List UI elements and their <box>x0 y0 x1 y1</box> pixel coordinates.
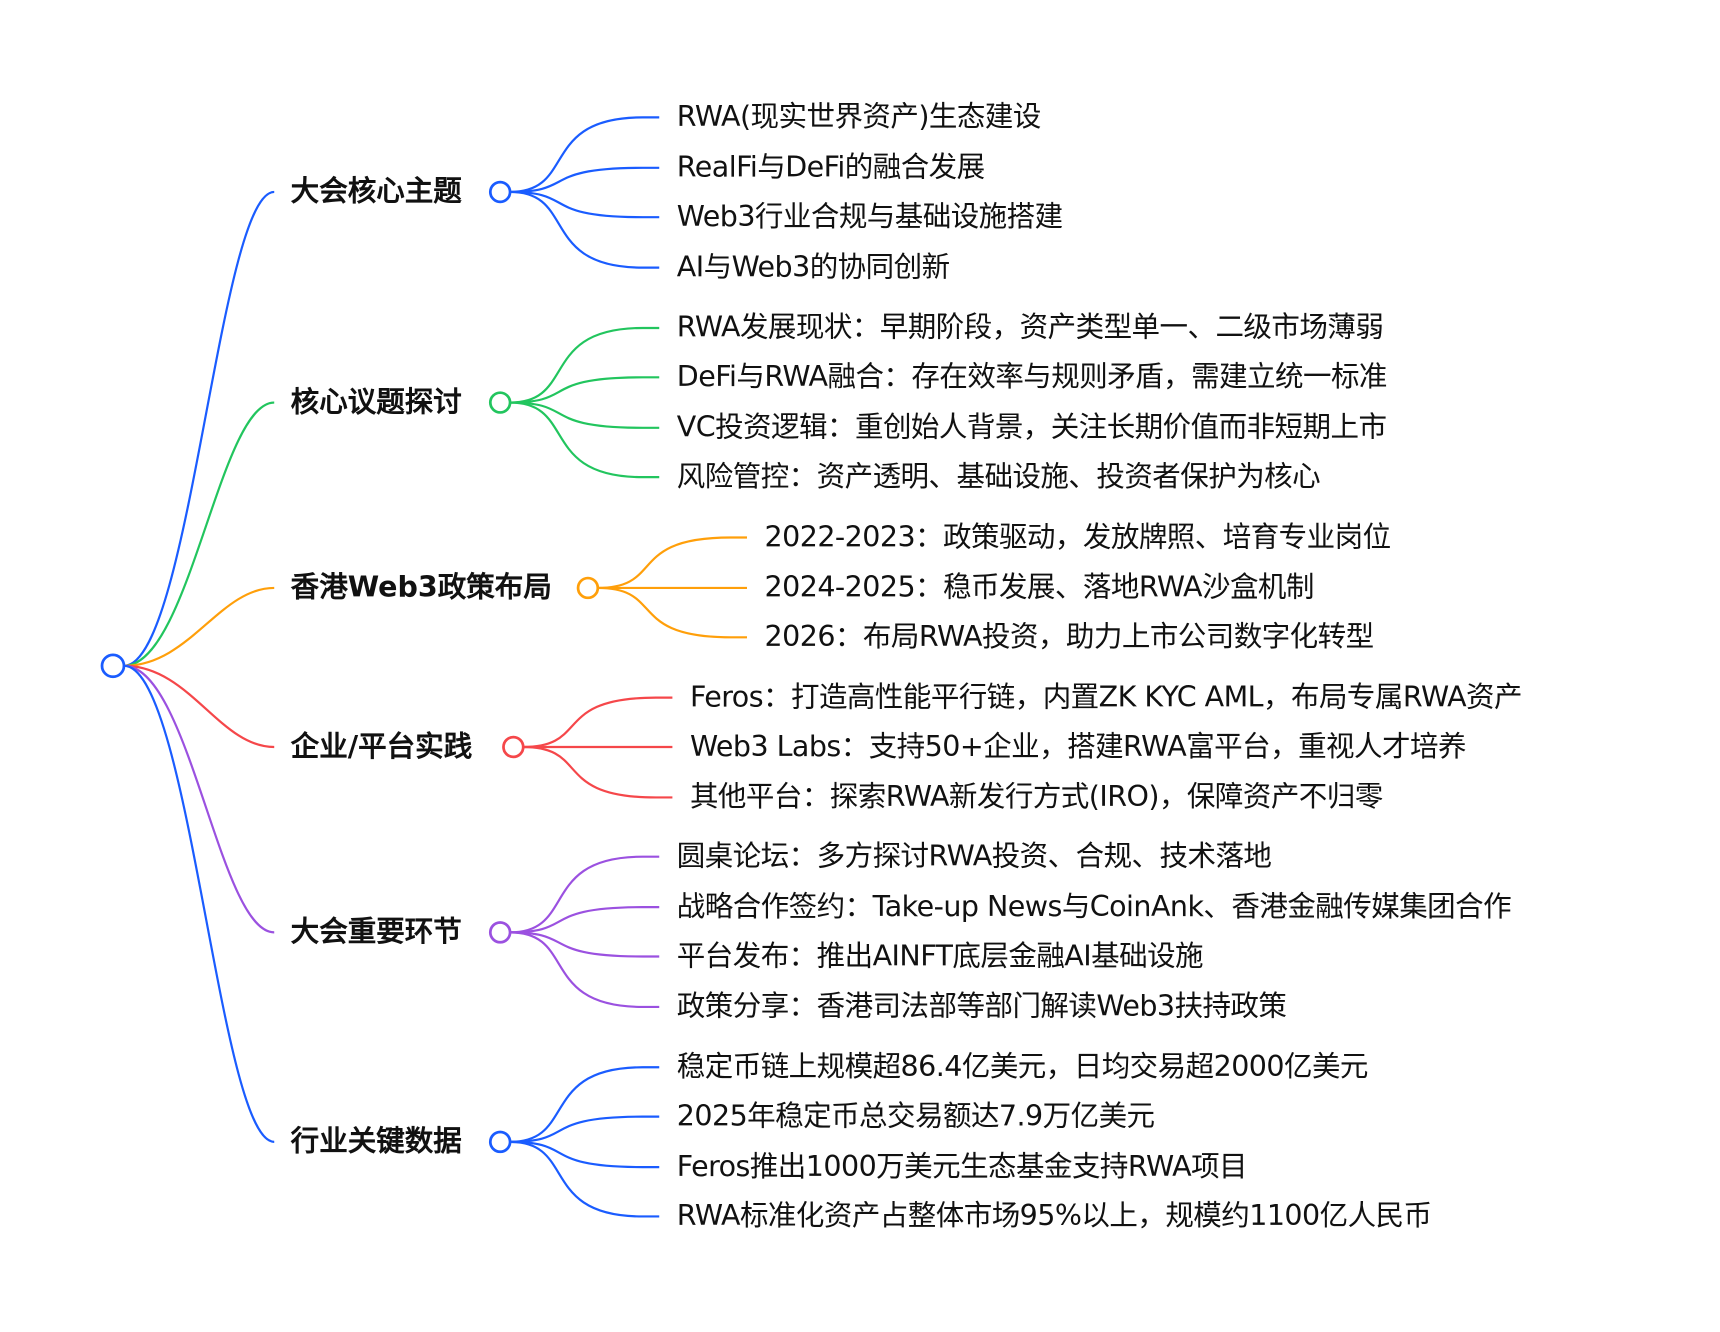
leaf-connector <box>510 1140 660 1218</box>
leaf-connector <box>597 536 747 590</box>
leaf-item[interactable]: Feros：打造高性能平行链，内置ZK KYC AML，布局专属RWA资产 <box>689 681 1523 715</box>
branch-label[interactable]: 行业关键数据 <box>290 1125 462 1159</box>
leaf-item[interactable]: VC投资逻辑：重创始人背景，关注长期价值而非短期上市 <box>676 411 1387 445</box>
leaf-item[interactable]: 2022-2023：政策驱动，发放牌照、培育专业岗位 <box>764 521 1392 554</box>
leaf-item[interactable]: RWA(现实世界资产)生态建设 <box>676 100 1042 134</box>
leaf-connector <box>510 376 660 404</box>
leaf-connector <box>597 586 747 639</box>
leaf-item[interactable]: AI与Web3的协同创新 <box>676 251 950 285</box>
leaf-item[interactable]: 2025年稳定币总交易额达7.9万亿美元 <box>676 1100 1155 1134</box>
leaf-connector <box>523 696 673 749</box>
leaf-item[interactable]: 政策分享：香港司法部等部门解读Web3扶持政策 <box>676 990 1287 1024</box>
leaf-connector <box>510 855 660 934</box>
leaf-item[interactable]: Feros推出1000万美元生态基金支持RWA项目 <box>676 1150 1248 1184</box>
leaf-item[interactable]: DeFi与RWA融合：存在效率与规则矛盾，需建立统一标准 <box>676 360 1388 394</box>
leaf-connector <box>510 190 660 269</box>
branch-node-circle[interactable] <box>488 391 512 414</box>
root-connector <box>123 664 275 749</box>
leaf-connector <box>510 401 660 429</box>
leaf-item[interactable]: 圆桌论坛：多方探讨RWA投资、合规、技术落地 <box>676 840 1272 874</box>
leaf-connector <box>510 116 660 194</box>
leaf-item[interactable]: 2024-2025：稳币发展、落地RWA沙盒机制 <box>764 571 1315 605</box>
branch-node-circle[interactable] <box>488 180 512 204</box>
root-node-circle[interactable] <box>100 653 126 679</box>
leaf-connector <box>510 1140 660 1169</box>
leaf-item[interactable]: 战略合作签约：Take-up News与CoinAnk、香港金融传媒集团合作 <box>676 890 1512 924</box>
leaf-connector <box>510 166 660 194</box>
leaf-connector <box>510 906 660 934</box>
leaf-connector <box>523 745 673 799</box>
leaf-connector <box>510 931 660 1009</box>
leaf-item[interactable]: 风险管控：资产透明、基础设施、投资者保护为核心 <box>676 460 1321 494</box>
branch-label[interactable]: 核心议题探讨 <box>290 386 462 420</box>
leaf-item[interactable]: Web3 Labs：支持50+企业，搭建RWA富平台，重视人才培养 <box>689 730 1467 764</box>
leaf-connector <box>510 931 660 958</box>
leaf-connector <box>510 190 660 219</box>
branch-label[interactable]: 企业/平台实践 <box>290 730 473 764</box>
leaf-item[interactable]: RealFi与DeFi的融合发展 <box>676 151 985 185</box>
branch-label[interactable]: 大会重要环节 <box>290 915 462 949</box>
leaf-connector <box>510 1115 660 1143</box>
branch-node-circle[interactable] <box>502 735 525 759</box>
leaf-connector <box>510 401 660 479</box>
leaf-item[interactable]: RWA标准化资产占整体市场95%以上，规模约1100亿人民币 <box>676 1200 1432 1233</box>
branch-label[interactable]: 香港Web3政策布局 <box>290 571 552 605</box>
branch-label[interactable]: 大会核心主题 <box>290 175 462 209</box>
leaf-item[interactable]: RWA发展现状：早期阶段，资产类型单一、二级市场薄弱 <box>676 311 1384 345</box>
branch-node-circle[interactable] <box>488 1130 512 1154</box>
leaf-item[interactable]: 稳定币链上规模超86.4亿美元，日均交易超2000亿美元 <box>676 1050 1369 1084</box>
leaf-item[interactable]: 平台发布：推出AINFT底层金融AI基础设施 <box>676 940 1204 973</box>
leaf-item[interactable]: Web3行业合规与基础设施搭建 <box>676 200 1063 234</box>
root-connector <box>123 586 275 667</box>
root-connector <box>123 190 275 667</box>
leaf-connector <box>510 1066 660 1143</box>
branch-node-circle[interactable] <box>576 576 600 600</box>
root-connector <box>123 401 275 667</box>
branch-node-circle[interactable] <box>488 921 512 944</box>
leaf-item[interactable]: 其他平台：探索RWA新发行方式(IRO)，保障资产不归零 <box>689 780 1383 814</box>
leaf-item[interactable]: 2026：布局RWA投资，助力上市公司数字化转型 <box>764 620 1375 654</box>
root-connector <box>123 664 275 934</box>
leaf-connector <box>510 326 660 404</box>
root-connector <box>123 664 275 1143</box>
